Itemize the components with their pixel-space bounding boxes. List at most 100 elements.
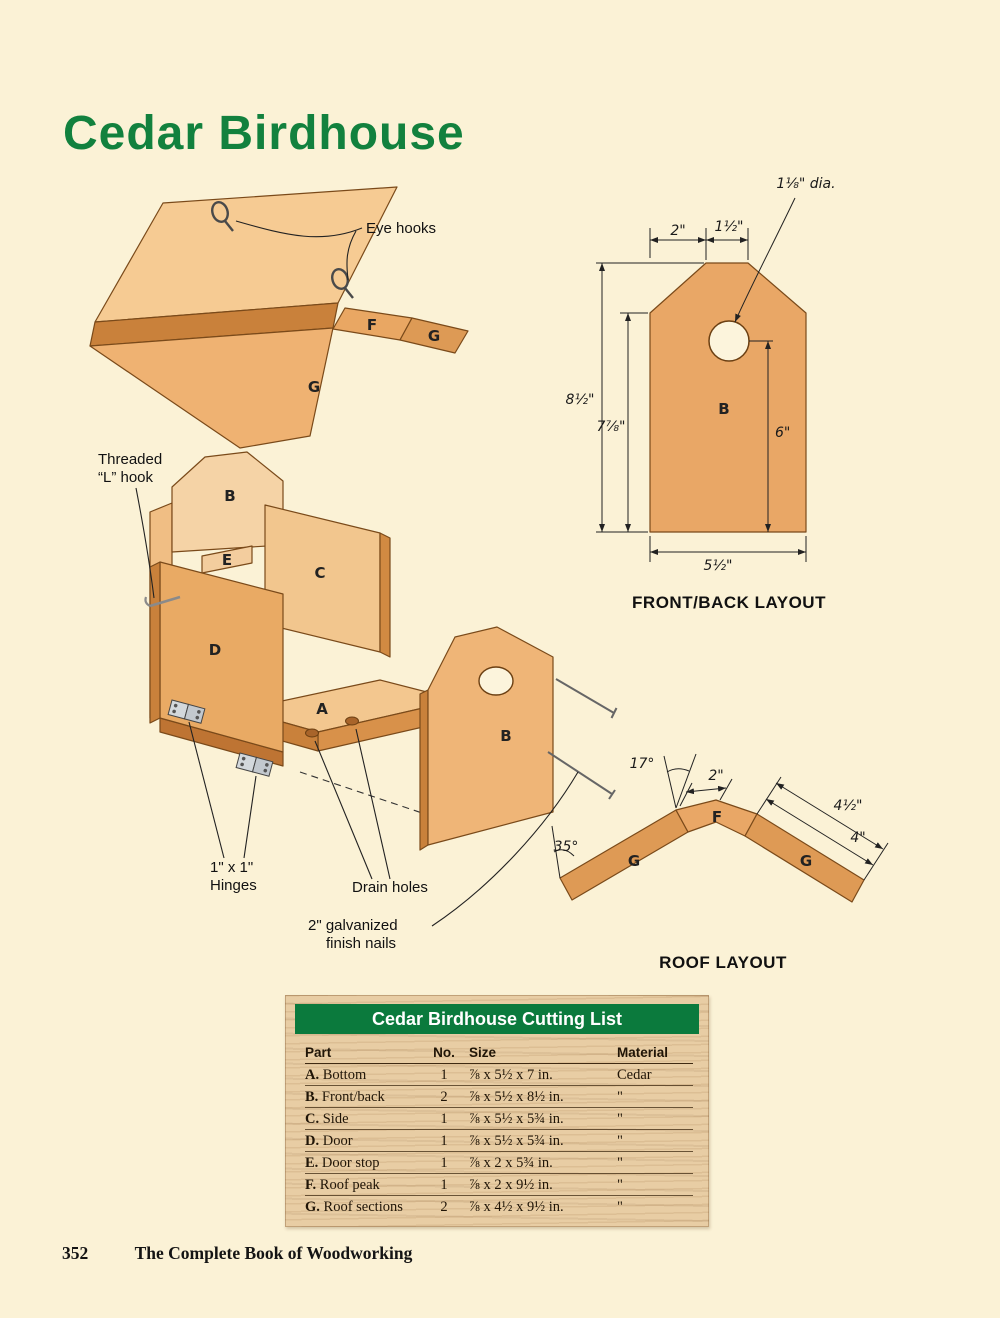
cutting-list-panel: Cedar Birdhouse Cutting List Part No. Si…: [285, 995, 709, 1227]
hinges-leader: [188, 721, 225, 859]
table-row: C. Side 1 ⅞ x 5½ x 5¾ in. ": [305, 1108, 693, 1130]
drain-holes-leader: [355, 728, 391, 880]
part-label-f: F: [367, 316, 377, 334]
book-title: The Complete Book of Woodworking: [134, 1243, 413, 1263]
part-material: ": [617, 1132, 623, 1149]
threaded-hook-leader: [135, 487, 155, 599]
part-cell: G. Roof sections: [305, 1199, 423, 1216]
part-material: ": [617, 1088, 623, 1105]
part-name: Door stop: [321, 1154, 380, 1171]
cutting-list-header-row: Part No. Size Material: [305, 1040, 693, 1064]
part-label-e: E: [222, 551, 232, 569]
threaded-hook-label: Threaded: [98, 451, 162, 468]
dimension-top: 2" 1½": [649, 219, 749, 260]
front-panel-b-edge: [419, 689, 429, 851]
part-name: Side: [322, 1110, 349, 1127]
part-name: Bottom: [322, 1066, 367, 1083]
column-header-size: Size: [469, 1045, 497, 1060]
column-header-material: Material: [617, 1045, 669, 1060]
dimension-peak-width: 2": [679, 768, 733, 807]
part-label-c: C: [314, 564, 325, 582]
part-cell: B. Front/back: [305, 1089, 423, 1106]
table-row: G. Roof sections 2 ⅞ x 4½ x 9½ in. ": [305, 1196, 693, 1217]
part-label-g: G: [308, 378, 320, 396]
drain-holes-label: Drain holes: [352, 879, 428, 896]
dimension-angle-35: 35°: [551, 825, 579, 879]
table-row: B. Front/back 2 ⅞ x 5½ x 8½ in. ": [305, 1086, 693, 1108]
part-label-b: B: [500, 727, 511, 745]
exploded-view-diagram: Threaded “L” hook 1" x 1" Hinges Drain h…: [98, 451, 618, 952]
part-label-d: D: [209, 641, 221, 659]
entrance-hole: [708, 320, 750, 362]
door-panel-d-edge: [149, 561, 161, 724]
roof-section-g-left: [559, 809, 689, 901]
eye-hook-icon: [331, 268, 354, 299]
page-number: 352: [62, 1243, 89, 1263]
part-letter: D.: [305, 1132, 320, 1149]
hinges-label: 1" x 1": [210, 859, 253, 876]
part-cell: E. Door stop: [305, 1155, 423, 1172]
dim-7-875in: 7⅞": [597, 419, 626, 435]
part-size: ⅞ x 4½ x 9½ in.: [469, 1198, 564, 1215]
part-qty: 1: [440, 1066, 448, 1083]
drain-hole: [345, 716, 359, 726]
nails-leader: [431, 771, 579, 927]
dim-1-5in: 1½": [715, 219, 744, 235]
part-label-g: G: [628, 852, 640, 870]
part-qty: 1: [440, 1176, 448, 1193]
dimension-angle-17: 17°: [630, 753, 697, 809]
cutting-list-table: Part No. Size Material A. Bottom 1 ⅞ x 5…: [305, 1040, 693, 1217]
threaded-hook-label: “L” hook: [98, 469, 154, 486]
door-stop-e: [201, 545, 253, 574]
page-title: Cedar Birdhouse: [63, 107, 465, 161]
part-label-f: F: [712, 808, 722, 826]
part-cell: A. Bottom: [305, 1067, 423, 1084]
hinge-icon: [167, 699, 206, 724]
nails-label: 2" galvanized: [308, 917, 398, 934]
dimension-hole-height: 6": [749, 340, 790, 532]
dimension-height-outer: 8½": [566, 262, 704, 533]
part-size: ⅞ x 5½ x 5¾ in.: [469, 1110, 564, 1127]
threaded-l-hook-icon: [149, 595, 181, 608]
dimension-roof-lengths: 4½" 4": [756, 776, 889, 881]
front-back-layout-diagram: B 2" 1½" 1⅛" dia. 8½" 7⅞": [566, 176, 836, 612]
dim-35deg: 35°: [554, 839, 579, 855]
drain-hole: [305, 728, 319, 738]
hinges-label: Hinges: [210, 877, 257, 894]
dim-4in: 4": [850, 830, 865, 846]
part-qty: 1: [440, 1132, 448, 1149]
part-material: ": [617, 1110, 623, 1127]
entrance-hole: [478, 666, 514, 696]
threaded-l-hook-icon: [144, 596, 151, 607]
dimension-hole-diameter: 1⅛" dia.: [734, 176, 836, 323]
part-cell: D. Door: [305, 1133, 423, 1150]
eye-hooks-label: Eye hooks: [366, 220, 436, 237]
hinges-leader: [243, 775, 257, 859]
column-header-no: No.: [433, 1045, 455, 1060]
part-material: ": [617, 1198, 623, 1215]
finish-nail-icon: [547, 751, 616, 800]
part-qty: 2: [440, 1198, 448, 1215]
part-size: ⅞ x 5½ x 7 in.: [469, 1066, 553, 1083]
part-label-b: B: [224, 487, 235, 505]
hinge-icon: [235, 752, 274, 777]
dim-2in: 2": [670, 223, 685, 239]
cutting-list-title: Cedar Birdhouse Cutting List: [295, 1004, 699, 1034]
dim-17deg: 17°: [630, 756, 655, 772]
table-row: F. Roof peak 1 ⅞ x 2 x 9½ in. ": [305, 1174, 693, 1196]
table-row: D. Door 1 ⅞ x 5½ x 5¾ in. ": [305, 1130, 693, 1152]
nails-label: finish nails: [326, 935, 396, 952]
part-material: ": [617, 1154, 623, 1171]
front-back-panel-outline: [649, 262, 807, 533]
table-row: E. Door stop 1 ⅞ x 2 x 5¾ in. ": [305, 1152, 693, 1174]
front-back-layout-caption: FRONT/BACK LAYOUT: [632, 593, 826, 612]
part-size: ⅞ x 5½ x 5¾ in.: [469, 1132, 564, 1149]
assembly-guide-line: [299, 771, 438, 819]
part-qty: 2: [440, 1088, 448, 1105]
eye-hooks-leader: [346, 230, 357, 281]
eye-hooks-leader: [235, 220, 363, 238]
dim-hole-dia: 1⅛" dia.: [776, 176, 835, 192]
part-size: ⅞ x 2 x 9½ in.: [469, 1176, 553, 1193]
birdhouse-plan-illustration: Eye hooks F G G: [89, 176, 889, 972]
side-panel-c-edge: [379, 532, 391, 658]
